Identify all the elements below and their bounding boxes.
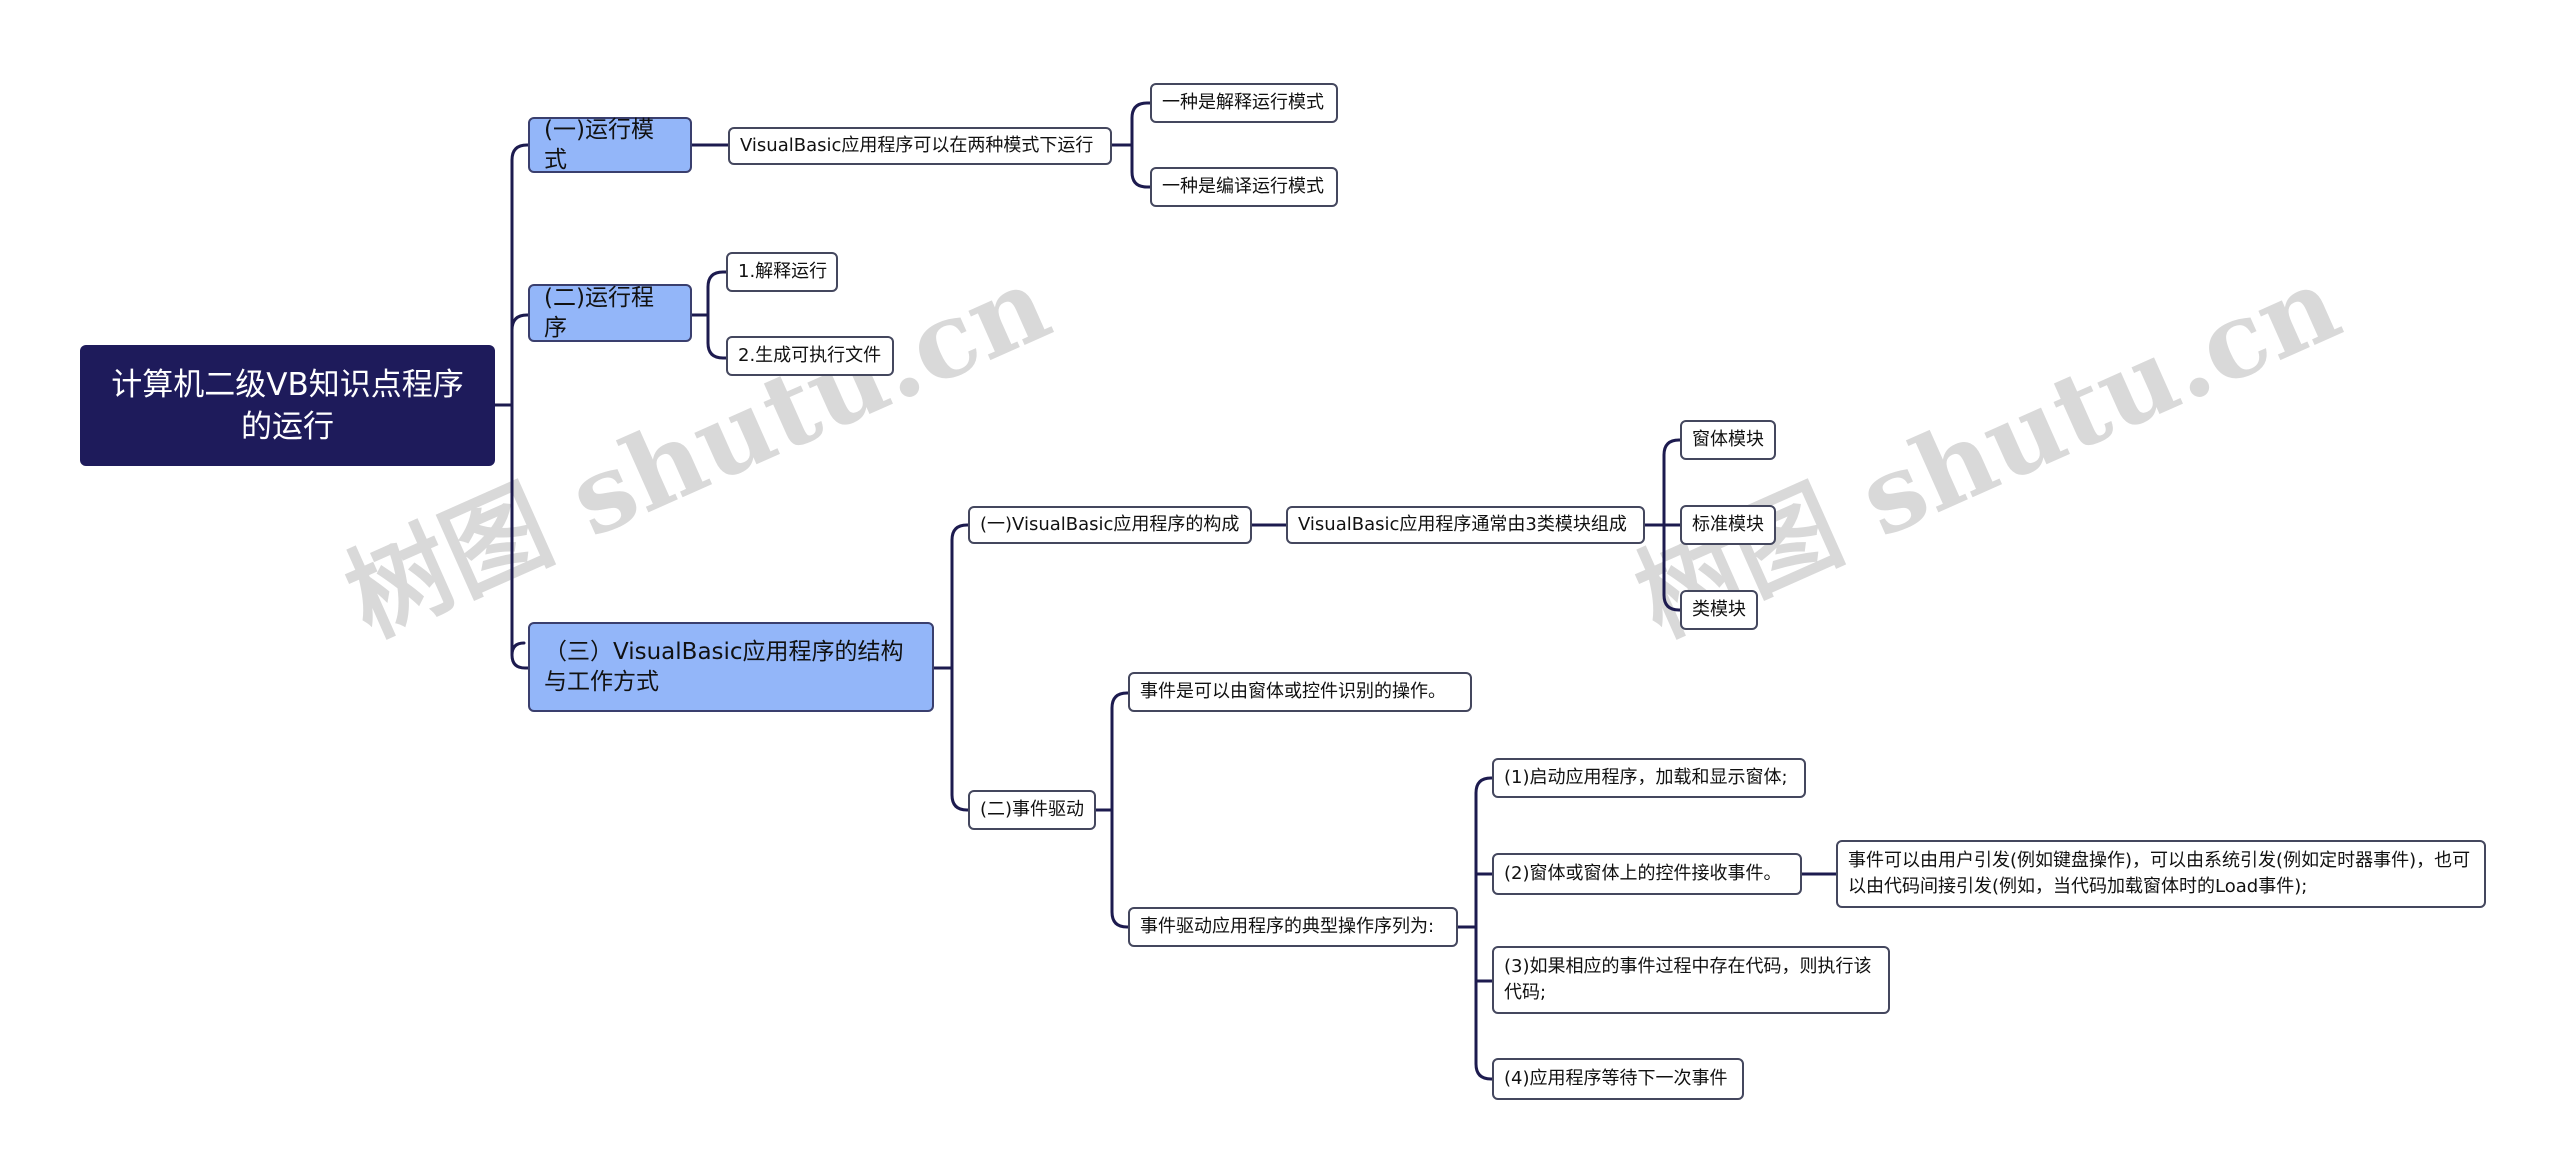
program-step-executable-label: 2.生成可执行文件 — [738, 345, 882, 366]
link-program — [690, 270, 730, 360]
link-structure — [932, 523, 972, 812]
sequence-step-4[interactable]: (4)应用程序等待下一次事件 — [1492, 1058, 1744, 1100]
mode-interpret-label: 一种是解释运行模式 — [1162, 92, 1324, 113]
class-module-label: 类模块 — [1692, 599, 1746, 620]
root-topic-label: 计算机二级VB知识点程序的运行 — [111, 366, 464, 445]
standard-module-label: 标准模块 — [1692, 514, 1764, 535]
sequence-step-4-label: (4)应用程序等待下一次事件 — [1504, 1068, 1728, 1089]
branch-structure[interactable]: （三）VisualBasic应用程序的结构与工作方式 — [528, 622, 934, 712]
sequence-step-2-label: (2)窗体或窗体上的控件接收事件。 — [1504, 863, 1782, 884]
event-driven-node-label: (二)事件驱动 — [980, 799, 1085, 820]
branch-structure-label: （三）VisualBasic应用程序的结构与工作方式 — [544, 639, 904, 695]
sequence-step-2[interactable]: (2)窗体或窗体上的控件接收事件。 — [1492, 853, 1802, 895]
composition-node[interactable]: (一)VisualBasic应用程序的构成 — [968, 506, 1252, 544]
event-definition[interactable]: 事件是可以由窗体或控件识别的操作。 — [1128, 672, 1472, 712]
branch-run-program[interactable]: (二)运行程序 — [528, 284, 692, 342]
link-mode-desc — [1110, 101, 1154, 189]
mode-compile-label: 一种是编译运行模式 — [1162, 176, 1324, 197]
class-module[interactable]: 类模块 — [1680, 590, 1758, 630]
event-sequence-label: 事件驱动应用程序的典型操作序列为: — [1140, 916, 1435, 937]
sequence-step-2-detail[interactable]: 事件可以由用户引发(例如键盘操作)，可以由系统引发(例如定时器事件)，也可以由代… — [1836, 840, 2486, 908]
link-modules — [1643, 438, 1684, 612]
event-definition-label: 事件是可以由窗体或控件识别的操作。 — [1140, 681, 1446, 702]
link-sequence-mid — [1474, 872, 1496, 983]
program-step-interpret-label: 1.解释运行 — [738, 261, 828, 282]
branch-run-mode[interactable]: (一)运行模式 — [528, 117, 692, 173]
mode-interpret[interactable]: 一种是解释运行模式 — [1150, 83, 1338, 123]
form-module-label: 窗体模块 — [1692, 429, 1764, 450]
program-step-executable[interactable]: 2.生成可执行文件 — [726, 336, 894, 376]
composition-node-label: (一)VisualBasic应用程序的构成 — [980, 514, 1240, 535]
program-step-interpret[interactable]: 1.解释运行 — [726, 252, 838, 292]
link-event-driven — [1094, 691, 1132, 929]
mode-compile[interactable]: 一种是编译运行模式 — [1150, 167, 1338, 207]
composition-description-label: VisualBasic应用程序通常由3类模块组成 — [1298, 514, 1627, 535]
sequence-step-1-label: (1)启动应用程序，加载和显示窗体; — [1504, 767, 1788, 788]
event-driven-node[interactable]: (二)事件驱动 — [968, 790, 1096, 830]
form-module[interactable]: 窗体模块 — [1680, 420, 1776, 460]
sequence-step-2-detail-label: 事件可以由用户引发(例如键盘操作)，可以由系统引发(例如定时器事件)，也可以由代… — [1848, 850, 2471, 897]
event-sequence[interactable]: 事件驱动应用程序的典型操作序列为: — [1128, 907, 1458, 947]
sequence-step-1[interactable]: (1)启动应用程序，加载和显示窗体; — [1492, 758, 1806, 798]
sequence-step-3[interactable]: (3)如果相应的事件过程中存在代码，则执行该代码; — [1492, 946, 1890, 1014]
sequence-step-3-label: (3)如果相应的事件过程中存在代码，则执行该代码; — [1504, 956, 1872, 1003]
link-root — [493, 143, 532, 670]
composition-description[interactable]: VisualBasic应用程序通常由3类模块组成 — [1286, 506, 1645, 544]
mode-description[interactable]: VisualBasic应用程序可以在两种模式下运行 — [728, 127, 1112, 165]
branch-run-program-label: (二)运行程序 — [544, 285, 654, 341]
mode-description-label: VisualBasic应用程序可以在两种模式下运行 — [740, 135, 1094, 156]
root-topic[interactable]: 计算机二级VB知识点程序的运行 — [80, 345, 495, 466]
branch-run-mode-label: (一)运行模式 — [544, 117, 654, 173]
link-sequence — [1456, 776, 1496, 1081]
standard-module[interactable]: 标准模块 — [1680, 505, 1776, 545]
